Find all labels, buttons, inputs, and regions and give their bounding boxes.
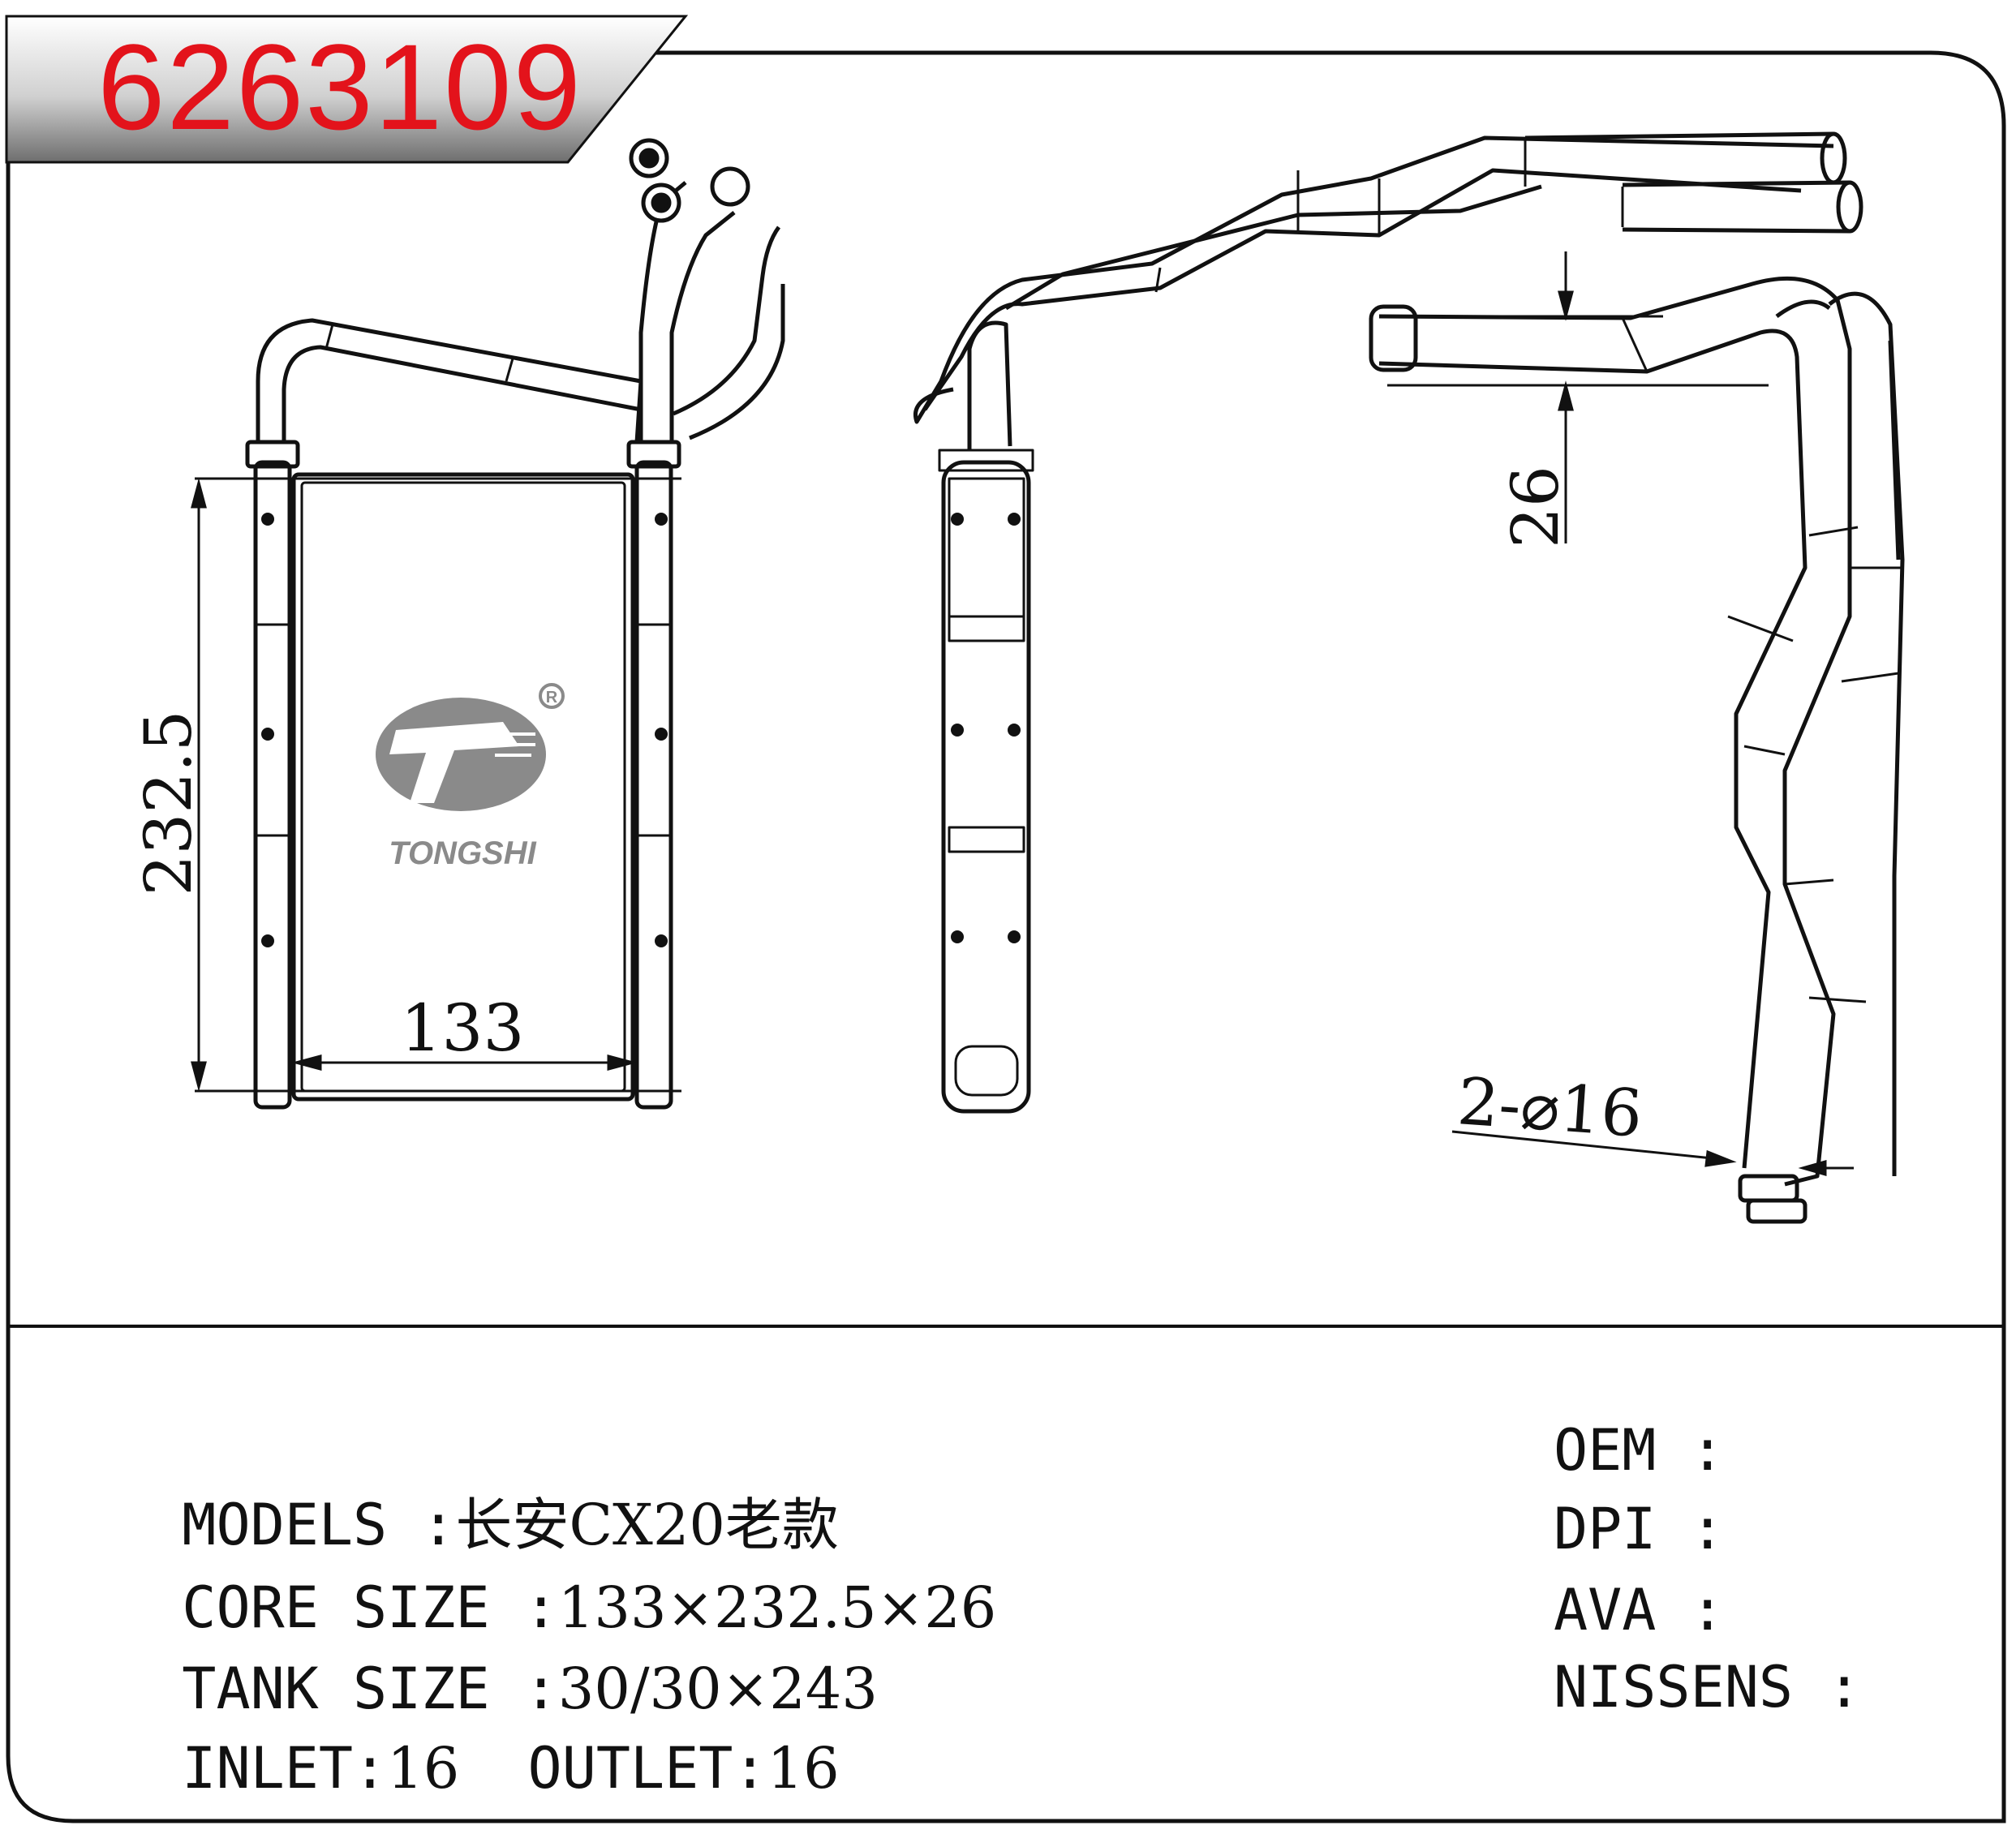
left-tank (253, 460, 292, 1110)
dpi-row: DPI : (1554, 1496, 1725, 1562)
models-row: MODELS :长安CX20老款 (114, 1428, 839, 1557)
tank-size-row: TANK SIZE :30/30×243 (114, 1591, 878, 1721)
models-label: MODELS : (182, 1492, 456, 1558)
tank-size-label: TANK SIZE : (182, 1656, 558, 1722)
side-view (913, 131, 1863, 1114)
pipe-detail-view (1369, 276, 1905, 1224)
title-banner (5, 15, 689, 164)
core (291, 472, 635, 1102)
brand-name: TONGSHI (389, 835, 536, 871)
outlet-label: OUTLET: (527, 1735, 767, 1802)
diameter-dimension-label: 2-⌀16 (1455, 1063, 1645, 1152)
width-dimension-label: 133 (401, 990, 525, 1066)
outlet-value: 16 (767, 1735, 840, 1802)
side-core (941, 460, 1031, 1114)
height-dimension-label: 232.5 (131, 710, 206, 896)
inlet-value: 16 (387, 1735, 460, 1802)
spacing-dimension-label: 26 (1498, 466, 1573, 548)
tongshi-logo: R TONGSHI (376, 683, 565, 871)
tank-mounting-dots (261, 513, 668, 947)
height-dimension (191, 477, 260, 1093)
models-value: 长安CX20老款 (455, 1492, 839, 1558)
core-size-label: CORE SIZE : (182, 1574, 558, 1641)
nissens-row: NISSENS : (1554, 1654, 1862, 1720)
right-tank (634, 460, 673, 1110)
diameter-dimension (1451, 1130, 1854, 1176)
tank-size-value: 30/30×243 (557, 1656, 878, 1722)
inlet-label: INLET: (182, 1735, 388, 1802)
spacing-dimension (1387, 251, 1769, 543)
ava-row: AVA : (1554, 1577, 1725, 1643)
front-view (243, 181, 785, 1110)
sheet-border (6, 50, 2006, 1823)
core-size-value: 133×232.5×26 (557, 1574, 997, 1641)
core-size-row: CORE SIZE :133×232.5×26 (114, 1510, 996, 1640)
side-view-dots (951, 513, 1021, 943)
part-number: 6263109 (97, 19, 582, 155)
inlet-outlet-row: INLET:16 OUTLET:16 (114, 1671, 840, 1802)
registered-mark: R (546, 689, 558, 707)
width-dimension (291, 1054, 638, 1071)
oem-row: OEM : (1554, 1417, 1725, 1484)
front-pipe-ends (629, 138, 750, 223)
